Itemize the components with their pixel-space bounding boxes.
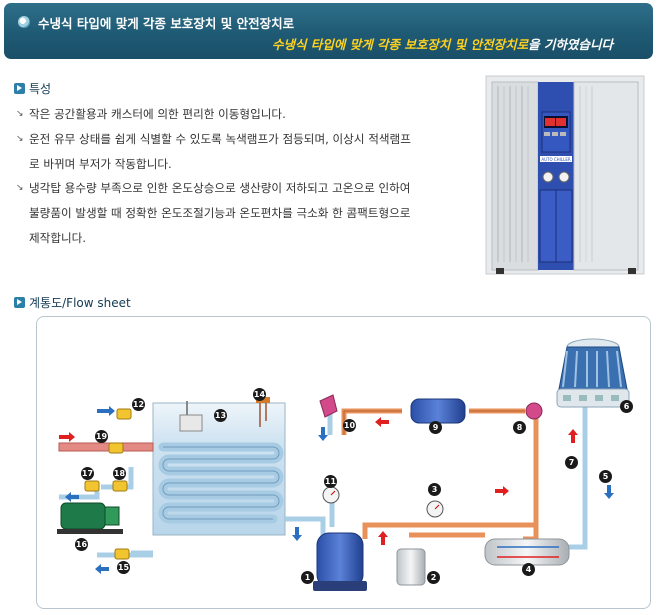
section-arrow-icon [14, 82, 25, 94]
bullet-arrow-icon: ↘ [16, 133, 24, 144]
float-valve [179, 414, 203, 432]
flow-arrows-cold [65, 406, 614, 574]
flow-arrows-hot [59, 417, 578, 545]
badge-19: 19 [95, 430, 108, 443]
flow-sheet-svg [57, 338, 630, 591]
feature-item-1: ↘ 작은 공간활용과 캐스터에 의한 편리한 이동형입니다. [16, 102, 466, 127]
bullet-arrow-icon: ↘ [16, 109, 24, 119]
panel-label: AUTO CHILLER [541, 157, 570, 162]
product-image: AUTO CHILLER [478, 72, 648, 280]
header-subtitle-highlight: 수냉식 타입에 맞게 각종 보호장치 및 안전장치로 [272, 37, 529, 52]
badge-4: 4 [522, 563, 535, 576]
badge-13: 13 [214, 409, 227, 422]
cooling-tower [556, 338, 630, 408]
bullet-arrow-icon: ↘ [16, 183, 24, 194]
header-subtitle-rest: 을 기하였습니다 [528, 37, 613, 52]
filter-drier [410, 398, 466, 424]
badge-14: 14 [253, 388, 266, 401]
badge-16: 16 [75, 538, 88, 551]
badge-2: 2 [427, 571, 440, 584]
condenser [484, 538, 570, 566]
valve-15 [114, 548, 130, 560]
compressor [316, 532, 364, 588]
valve-19 [108, 442, 124, 454]
badge-17: 17 [81, 467, 94, 480]
badge-7: 7 [565, 456, 578, 469]
badge-15: 15 [117, 561, 130, 574]
badge-5: 5 [599, 470, 612, 483]
section-arrow-icon [14, 296, 25, 308]
feature-item-3: ↘ 냉각탑 용수량 부족으로 인한 온도상승으로 생산량이 저하되고 고온으로 … [16, 176, 466, 250]
valve-17 [84, 480, 100, 492]
circulation-pump [57, 502, 123, 534]
sight-glass [525, 402, 543, 420]
header-banner: 수냉식 타입에 맞게 각종 보호장치 및 안전장치로 수냉식 타입에 맞게 각종… [4, 3, 653, 59]
valve-12 [116, 408, 132, 420]
badge-10: 10 [343, 419, 356, 432]
expansion-valve [319, 394, 338, 418]
header-subtitle: 수냉식 타입에 맞게 각종 보호장치 및 안전장치로을 기하였습니다 [272, 34, 613, 53]
features-list: ↘ 작은 공간활용과 캐스터에 의한 편리한 이동형입니다. ↘ 운전 유무 상… [16, 102, 466, 251]
features-heading: 특성 [14, 80, 51, 96]
flow-sheet-diagram: 1 2 3 4 5 6 7 8 9 10 11 12 13 14 15 16 1… [36, 316, 651, 609]
inlet-pipe [58, 442, 154, 452]
badge-11: 11 [324, 475, 337, 488]
badge-12: 12 [132, 398, 145, 411]
header-bullet-icon [18, 16, 30, 28]
flow-heading: 계통도/Flow sheet [14, 294, 131, 310]
feature-item-2: ↘ 운전 유무 상태를 쉽게 식별할 수 있도록 녹색램프가 점등되며, 이상시… [16, 127, 466, 177]
level-switch [256, 397, 270, 403]
badge-3: 3 [428, 483, 441, 496]
header-title: 수냉식 타입에 맞게 각종 보호장치 및 안전장치로 [38, 16, 295, 31]
badge-9: 9 [429, 421, 442, 434]
receiver [396, 548, 426, 586]
badge-18: 18 [113, 467, 126, 480]
badge-6: 6 [620, 400, 633, 413]
badge-8: 8 [513, 421, 526, 434]
badge-1: 1 [301, 571, 314, 584]
valve-18 [112, 480, 128, 492]
